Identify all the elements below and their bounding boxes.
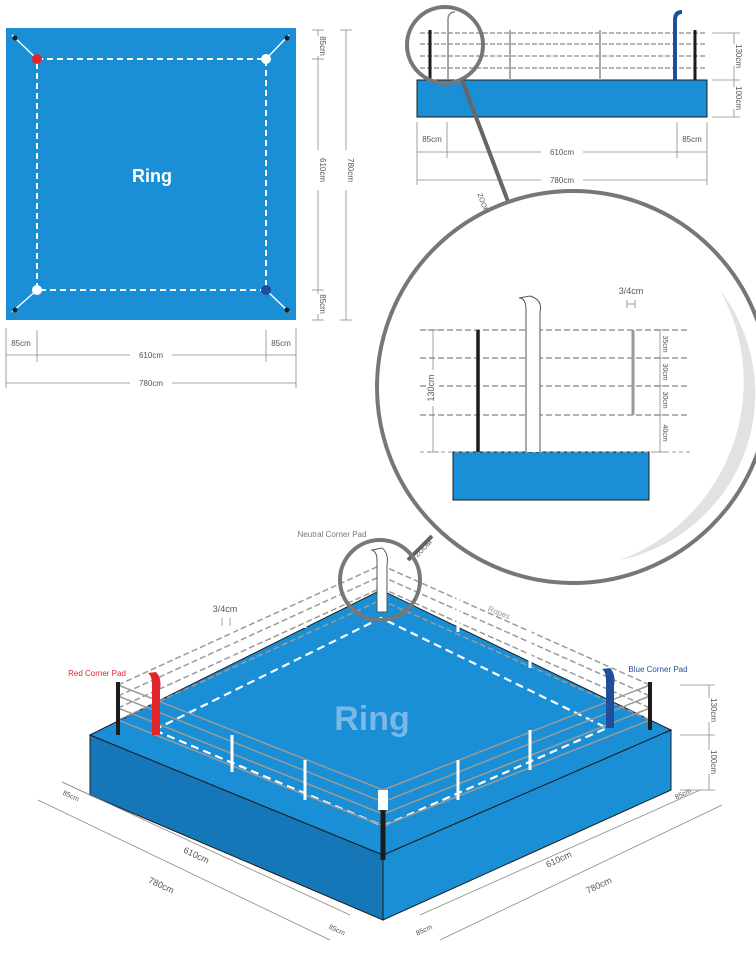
iso-zoom-lens bbox=[338, 538, 422, 622]
dim-85-right: 85cm bbox=[271, 339, 291, 348]
detail-platform bbox=[452, 451, 650, 501]
iso-dim-85-left-bottom: 85cm bbox=[327, 924, 346, 938]
side-dim-85-left: 85cm bbox=[422, 135, 442, 144]
detail-corner-pad bbox=[518, 295, 541, 452]
iso-dim-85-right-bottom: 85cm bbox=[415, 924, 434, 938]
side-dim-100: 100cm bbox=[734, 86, 743, 110]
ropes-label: Ropes bbox=[487, 604, 512, 621]
dim-85-top: 85cm bbox=[318, 36, 327, 56]
top-view-mat bbox=[6, 28, 296, 320]
neutral-corner-marker bbox=[261, 54, 271, 64]
blue-corner-pad-label: Blue Corner Pad bbox=[628, 665, 687, 674]
side-view-zoom-lens bbox=[405, 5, 485, 85]
dim-780-vertical: 780cm bbox=[346, 158, 355, 182]
detail-dim-130: 130cm bbox=[426, 374, 436, 401]
iso-dim-130: 130cm bbox=[709, 698, 718, 722]
dim-85-bottom: 85cm bbox=[318, 294, 327, 314]
top-view: Ring 85cm 610cm 85cm 780cm bbox=[5, 28, 355, 388]
iso-dim-610-right: 610cm bbox=[544, 849, 573, 869]
dim-780-horizontal: 780cm bbox=[139, 379, 163, 388]
iso-dim-610-left: 610cm bbox=[182, 845, 211, 865]
iso-dim-100: 100cm bbox=[709, 750, 718, 774]
isometric-view: ZOOM Ring bbox=[37, 530, 723, 941]
red-corner-marker bbox=[32, 54, 42, 64]
iso-blue-corner-pad bbox=[602, 668, 615, 728]
detail-lens-border bbox=[375, 189, 756, 585]
iso-dim-3-4: 3/4cm bbox=[213, 604, 238, 614]
top-view-ring-label: Ring bbox=[132, 166, 172, 186]
dim-610-horizontal: 610cm bbox=[139, 351, 163, 360]
side-dim-610: 610cm bbox=[550, 148, 574, 157]
side-dim-85-right: 85cm bbox=[682, 135, 702, 144]
iso-dim-780-left: 780cm bbox=[147, 875, 176, 895]
iso-dim-85-left: 85cm bbox=[61, 790, 80, 804]
side-dim-780: 780cm bbox=[550, 176, 574, 185]
detail-spacing-2: 30cm bbox=[661, 363, 668, 380]
neutral-corner-pad-label: Neutral Corner Pad bbox=[298, 530, 367, 539]
detail-spacing-3: 30cm bbox=[661, 391, 668, 408]
top-view-rope-square bbox=[36, 58, 267, 291]
side-view: 130cm 100cm 85cm 85cm 610cm 780cm ZOOM bbox=[405, 5, 743, 218]
dim-85-left: 85cm bbox=[11, 339, 31, 348]
side-view-platform bbox=[416, 79, 708, 118]
iso-red-corner-pad bbox=[148, 672, 161, 735]
dim-610-vertical: 610cm bbox=[318, 158, 327, 182]
iso-platform-top bbox=[88, 589, 673, 856]
neutral-corner-marker bbox=[32, 285, 42, 295]
iso-ring-label: Ring bbox=[334, 700, 410, 738]
detail-view: 130cm 35cm 30cm 30cm 40cm 3/4cm bbox=[375, 189, 756, 585]
detail-dim-3-4: 3/4cm bbox=[619, 286, 644, 296]
iso-dim-780-right: 780cm bbox=[584, 875, 613, 895]
detail-spacing-1: 35cm bbox=[661, 335, 668, 352]
iso-dim-85-right: 85cm bbox=[674, 788, 693, 802]
red-corner-pad-label: Red Corner Pad bbox=[68, 669, 126, 678]
side-dim-130: 130cm bbox=[734, 44, 743, 68]
blue-corner-marker bbox=[261, 285, 271, 295]
detail-spacing-4: 40cm bbox=[661, 424, 668, 441]
